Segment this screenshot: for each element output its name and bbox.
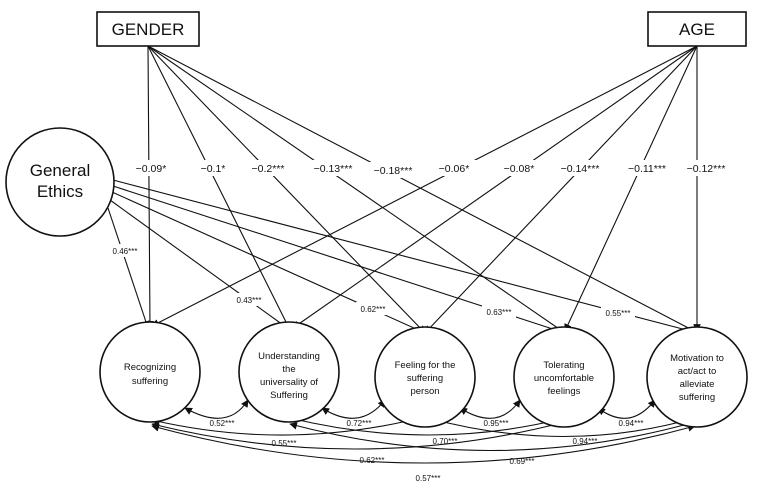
general-ethics-label-line1: General [30,161,90,180]
cor-label-understanding-tolerating: 0.70*** [433,437,458,446]
understanding-label-line1: Understanding [258,351,320,362]
motivation-label-line2: act/act to [678,366,717,377]
tolerating-node: Tolerating uncomfortable feelings [513,326,615,428]
cor-label-recognizing-understanding: 0.52*** [210,419,235,428]
cor-label-recognizing-feeling: 0.55*** [272,439,297,448]
path-age-recognizing [151,45,698,327]
cor-understanding-feeling [321,399,386,419]
understanding-label-line4: Suffering [270,390,308,401]
cor-label-feeling-tolerating: 0.95*** [484,419,509,428]
correlation-arcs [151,399,696,464]
general-ethics-node: General Ethics [5,127,115,237]
coef-gender-understanding: −0.1* [201,163,226,175]
understanding-node: Understanding the universality of Suffer… [238,321,340,423]
cor-label-feeling-motivation: 0.94*** [573,437,598,446]
age-node: AGE [647,11,747,47]
cor-label-recognizing-tolerating: 0.62*** [360,456,385,465]
age-label: AGE [679,20,715,39]
ethics-coefficients: 0.46*** 0.43*** 0.62*** 0.63*** 0.55*** [108,244,635,319]
path-age-tolerating [564,45,698,332]
path-gender-feeling [147,45,426,334]
recognizing-label-line2: suffering [132,376,168,387]
feeling-label-line2: suffering [407,373,443,384]
path-gender-tolerating [147,45,566,334]
recognizing-node: Recognizing suffering [99,321,201,423]
tolerating-label-line2: uncomfortable [534,373,594,384]
cor-label-understanding-feeling: 0.72*** [347,419,372,428]
understanding-label-line2: the [282,364,295,375]
cor-label-understanding-motivation: 0.69*** [510,457,535,466]
coef-ethics-feeling: 0.62*** [361,305,386,314]
motivation-label-line4: suffering [679,392,715,403]
coef-age-tolerating: −0.11*** [628,163,666,175]
cor-label-tolerating-motivation: 0.94*** [619,419,644,428]
coef-age-recognizing: −0.06* [439,163,470,175]
path-ethics-understanding [109,199,291,331]
coef-age-understanding: −0.08* [504,163,535,175]
cor-recognizing-tolerating [151,420,566,450]
understanding-label-line3: universality of [260,377,318,388]
cor-understanding-motivation [289,420,696,452]
path-gender-understanding [147,45,291,331]
gender-node: GENDER [96,11,200,47]
recognizing-label-line1: Recognizing [124,362,176,373]
coef-age-feeling: −0.14*** [561,163,600,175]
path-age-understanding [292,45,698,329]
coef-ethics-recognizing: 0.46*** [113,247,138,256]
motivation-label-line1: Motivation to [670,353,724,364]
tolerating-label-line3: feelings [548,386,581,397]
coef-ethics-tolerating: 0.63*** [487,308,512,317]
path-age-feeling [424,45,698,334]
motivation-node: Motivation to act/act to alleviate suffe… [646,326,748,428]
path-gender-recognizing [146,45,154,329]
coef-gender-motivation: −0.18*** [374,165,413,177]
correlation-labels: 0.52*** 0.72*** 0.95*** 0.94*** 0.55*** … [210,419,644,483]
path-gender-motivation [147,45,699,334]
tolerating-label-line1: Tolerating [543,360,584,371]
coef-age-motivation: −0.12*** [687,163,726,175]
cor-recognizing-understanding [184,399,249,419]
gender-coefficients: −0.09* −0.1* −0.2*** −0.13*** −0.18*** [130,160,420,178]
cor-feeling-tolerating [459,399,521,419]
cor-label-recognizing-motivation: 0.57*** [416,474,441,483]
coef-ethics-motivation: 0.55*** [606,309,631,318]
path-ethics-recognizing [107,207,150,329]
motivation-label-line3: alleviate [680,379,715,390]
path-ethics-motivation [112,179,699,335]
coef-gender-recognizing: −0.09* [136,163,167,175]
coef-ethics-understanding: 0.43*** [237,296,262,305]
feeling-node: Feeling for the suffering person [374,326,476,428]
gender-label: GENDER [112,20,185,39]
cor-recognizing-motivation [151,424,696,464]
feeling-label-line1: Feeling for the [395,360,456,371]
feeling-label-line3: person [410,386,439,397]
general-ethics-label-line2: Ethics [37,182,83,201]
regression-paths [107,45,701,335]
coef-gender-feeling: −0.2*** [252,163,285,175]
age-coefficients: −0.06* −0.08* −0.14*** −0.11*** −0.12*** [432,160,734,176]
coef-gender-tolerating: −0.13*** [314,163,353,175]
